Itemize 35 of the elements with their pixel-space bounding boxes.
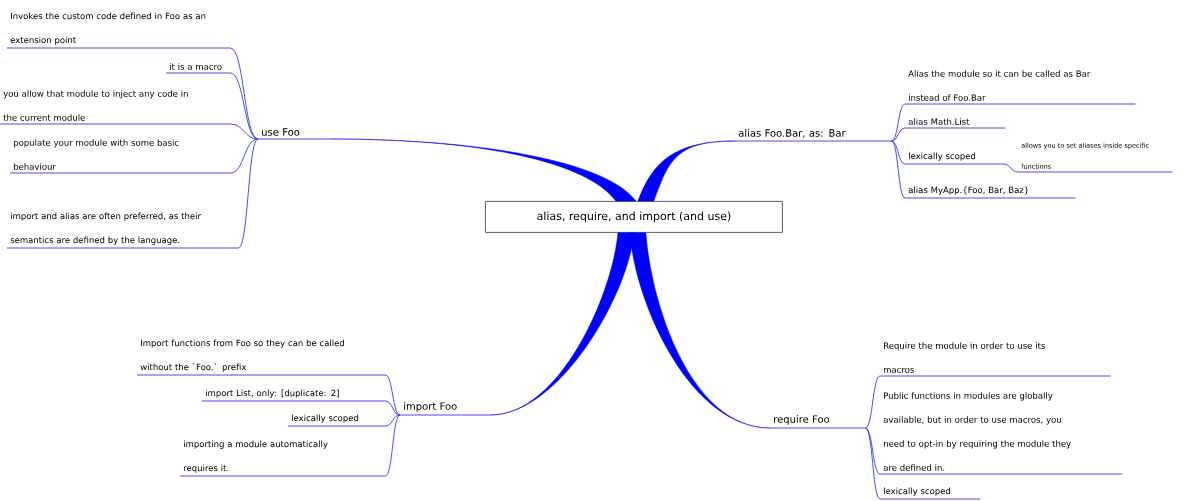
connector	[890, 140, 906, 199]
note-text: populate your module with some basic behaviour	[9, 139, 231, 174]
note-text: lexically scoped	[904, 152, 1004, 165]
note-text: importing a module automatically requires it.	[179, 440, 386, 477]
branch-connector	[637, 140, 736, 202]
note-text: alias MyApp.{Foo, Bar, Baz}	[904, 186, 1076, 199]
branch-label: import Foo	[399, 402, 491, 416]
note-text: Require the module in order to use its macros	[879, 342, 1111, 377]
note-text: alias Math.List	[904, 118, 1006, 129]
topic-box: alias, require, and import (and use)	[485, 201, 783, 233]
connector	[229, 72, 259, 140]
connector	[890, 103, 906, 142]
note-text: Public functions in modules are globally available, but in order to use macros, you need to opt-in by requiring the module they are defined in.	[879, 392, 1123, 475]
branch-label: alias Foo.Bar, as: Bar	[734, 129, 892, 142]
connector	[384, 374, 401, 416]
branch-connector	[629, 232, 771, 429]
branch-label: require Foo	[769, 415, 866, 429]
connector	[1002, 163, 1019, 173]
connector	[237, 138, 259, 249]
branch-connector	[330, 138, 637, 202]
connector	[384, 414, 401, 477]
connector	[384, 400, 401, 416]
connector	[384, 414, 401, 427]
connector	[229, 138, 259, 174]
connector	[890, 140, 906, 165]
connector	[864, 427, 881, 500]
connector	[864, 375, 881, 429]
note-text: it is a macro	[165, 63, 231, 74]
branch-label: use Foo	[257, 128, 331, 140]
note-text: import List, only: [duplicate: 2]	[201, 389, 386, 402]
note-text: import and alias are often preferred, as their semantics are defined by the language.	[6, 212, 239, 249]
note-text: lexically scoped	[287, 414, 386, 427]
note-text: lexically scoped	[879, 487, 981, 500]
connector	[229, 123, 259, 140]
connector	[890, 127, 906, 142]
